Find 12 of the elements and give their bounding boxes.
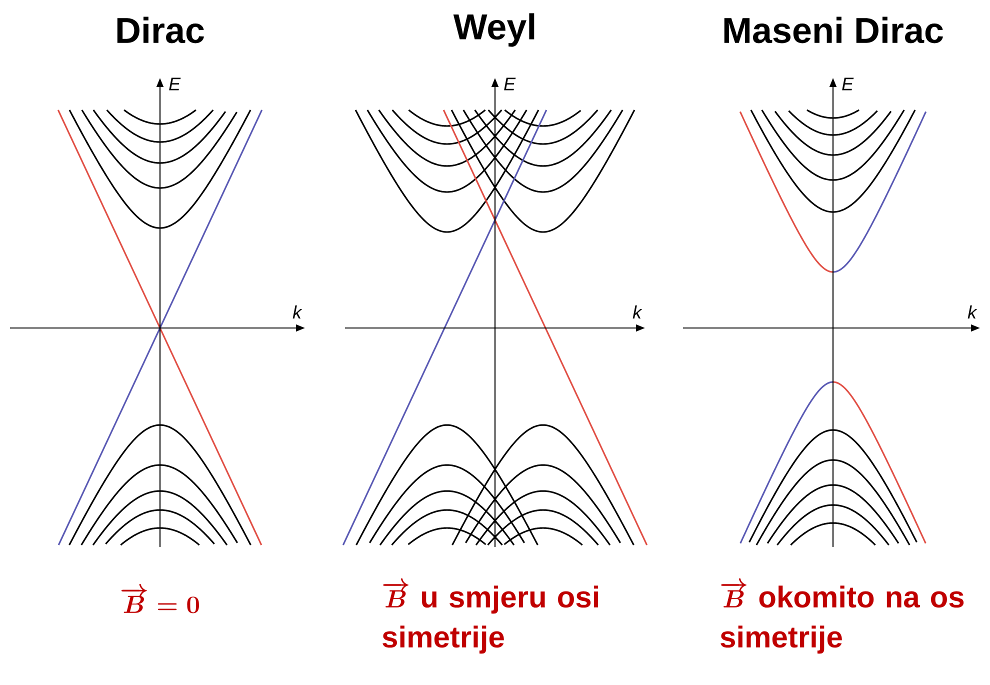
axis-label: k [632,305,642,318]
caption-formula: $\overrightarrow{B} = 0$ [121,584,199,614]
panel-title: Dirac [117,16,204,44]
axis-label: E [169,78,181,90]
caption-text: $\overrightarrow{B}$ u smjeru osi simetrije [382,578,598,654]
axis-label: E [842,78,854,90]
axis-label: E [504,78,516,90]
axis-label: k [968,305,978,318]
panel-title: Maseni Dirac [724,16,943,44]
axis-label: k [292,305,302,318]
caption-text: $\overrightarrow{B}$ okomito na os simetrije [720,578,964,654]
panel-title: Weyl [453,13,534,47]
